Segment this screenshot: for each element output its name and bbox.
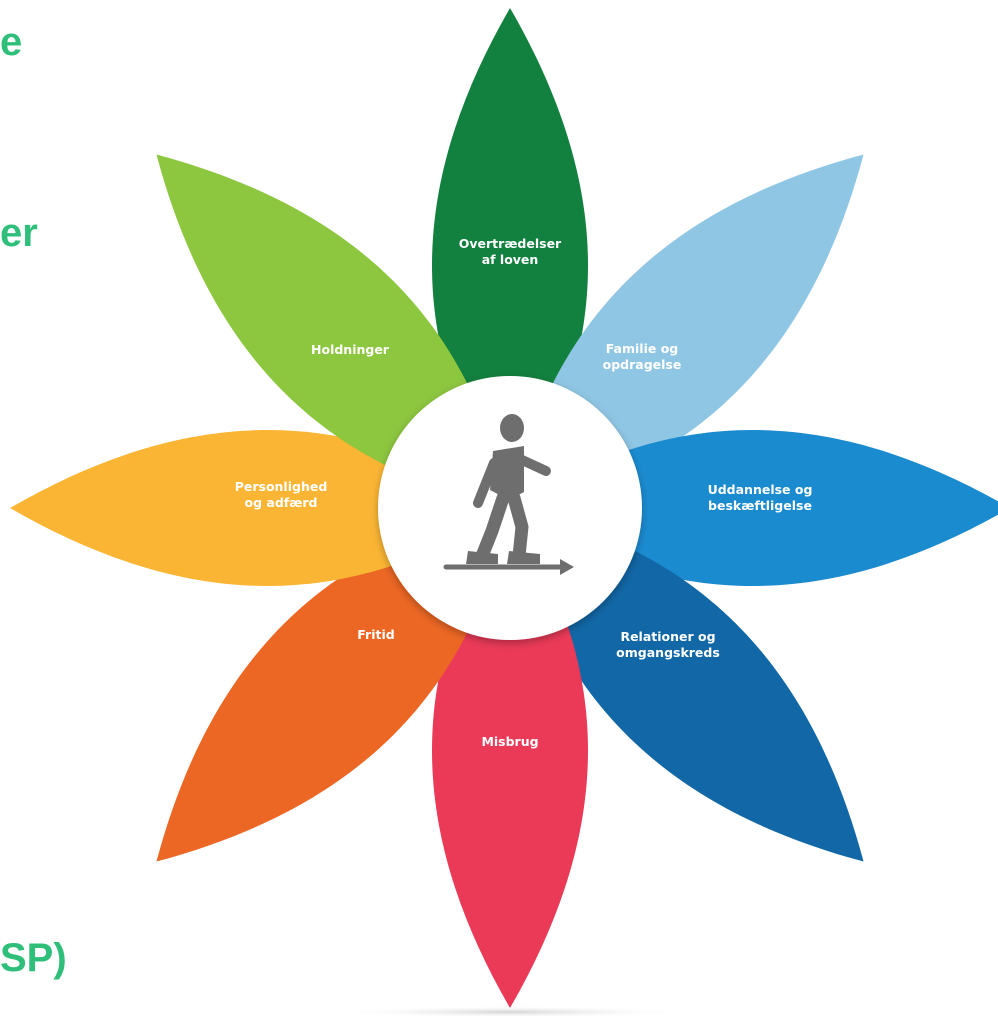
petal-label-misbrug: Misbrug [481, 734, 538, 749]
petal-label-line: Holdninger [311, 342, 390, 357]
petal-label-line: Misbrug [481, 734, 538, 749]
petal-label-line: opdragelse [603, 357, 682, 372]
center-circle [378, 376, 642, 640]
petal-label-line: Uddannelse og [708, 482, 813, 497]
petal-label-line: Overtrædelser [459, 236, 562, 251]
petal-label-fritid: Fritid [357, 627, 394, 642]
edge-text-middle: er [0, 211, 38, 255]
floor-shadow [330, 1006, 690, 1016]
petal-label-line: beskæftligelse [708, 498, 812, 513]
petal-label-line: af loven [482, 252, 539, 267]
edge-text-top: e [0, 20, 23, 64]
petal-label-line: Personlighed [235, 479, 328, 494]
petal-label-line: og adfærd [245, 495, 318, 510]
petal-label-line: Familie og [606, 341, 679, 356]
petal-label-line: Fritid [357, 627, 394, 642]
edge-text-bottom: SP) [0, 936, 67, 980]
petal-label-holdninger: Holdninger [311, 342, 390, 357]
petal-label-line: omgangskreds [616, 645, 720, 660]
petal-label-line: Relationer og [620, 629, 715, 644]
center-badge [378, 376, 642, 640]
walking-person-forward-arrow-icon [443, 414, 574, 575]
